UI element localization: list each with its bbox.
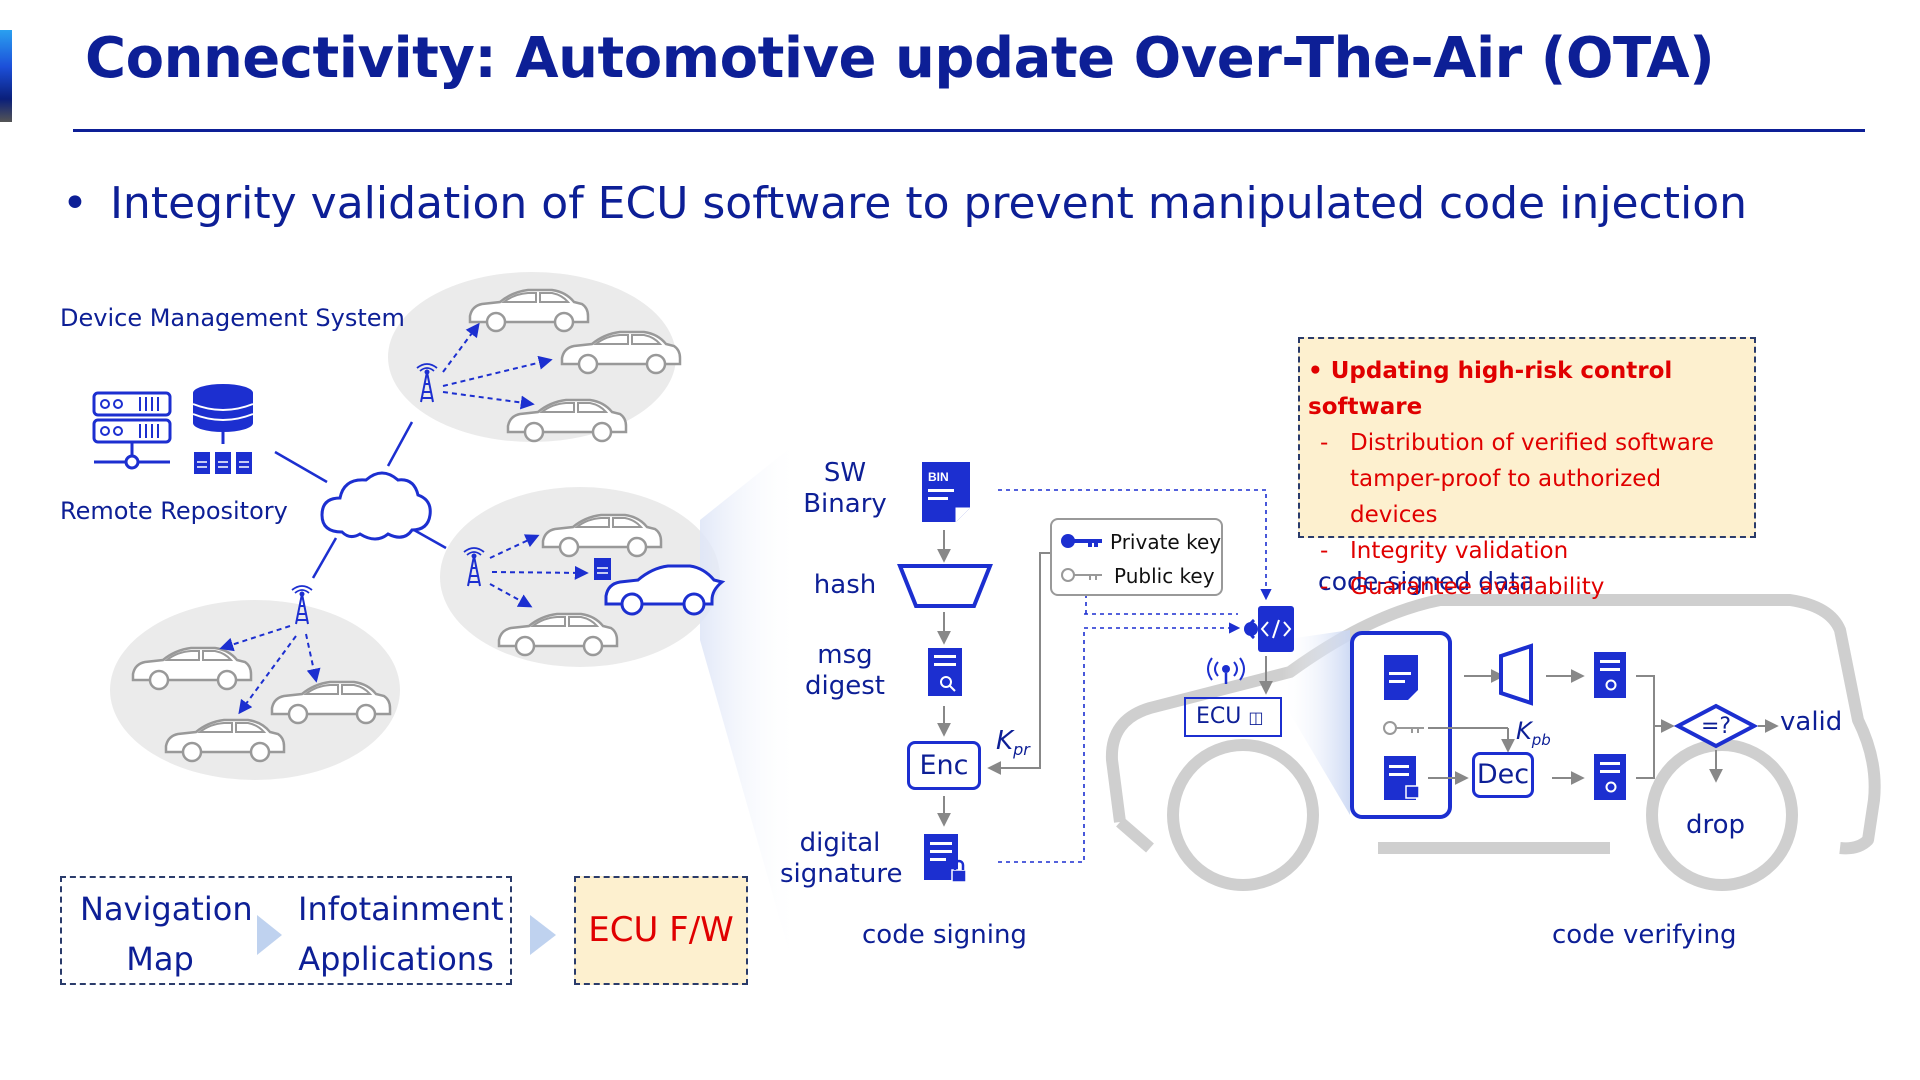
ecu-tag: ECU ◫ xyxy=(1184,697,1282,737)
bullet-point: •Integrity validation of ECU software to… xyxy=(62,178,1747,229)
note-item1-line2: tamper-proof to authorized devices xyxy=(1350,466,1662,528)
note-heading: • Updating high-risk control software xyxy=(1308,358,1673,420)
broadcast-arrow xyxy=(219,625,291,652)
database-icon xyxy=(192,384,254,444)
kpr-label: Kpr xyxy=(996,726,1030,765)
broadcast-arrow xyxy=(489,583,533,608)
received-signature-icon xyxy=(1384,756,1420,800)
kpb-k: K xyxy=(1516,717,1532,745)
broadcast-arrow xyxy=(442,391,535,410)
dms-label: Device Management System xyxy=(60,304,405,332)
broadcast-arrow xyxy=(442,355,553,387)
cell-bubble-top xyxy=(388,272,676,442)
bullet-text: Integrity validation of ECU software to … xyxy=(109,178,1747,229)
enc-block: Enc xyxy=(907,741,981,790)
digital-label: digital xyxy=(799,828,881,858)
private-key-icon xyxy=(1061,534,1102,548)
decrypted-digest-icon xyxy=(1594,754,1626,800)
app-category-box xyxy=(60,876,512,985)
note-item3: Guarantee availability xyxy=(1350,574,1605,600)
public-key-label: Public key xyxy=(1114,564,1215,588)
page-title: Connectivity: Automotive update Over-The… xyxy=(85,26,1715,91)
key-pair-box: Private key Public key xyxy=(1050,518,1223,596)
broadcast-arrow xyxy=(305,633,321,683)
chip-icon: ◫ xyxy=(1248,708,1264,727)
target-car-icon xyxy=(604,564,726,616)
valid-label: valid xyxy=(1780,707,1843,737)
signature-label: signature xyxy=(780,859,903,889)
infotainment-label: Infotainment xyxy=(298,890,504,928)
dashed-binary-send xyxy=(998,489,1272,601)
note-item: -Guarantee availability xyxy=(1320,574,1605,600)
note-item: -Integrity validation xyxy=(1320,538,1569,564)
public-key-icon xyxy=(1383,721,1424,735)
code-signing-caption: code signing xyxy=(862,920,1027,950)
note-item: -Distribution of verified software xyxy=(1320,430,1714,456)
side-accent-strip xyxy=(0,30,12,122)
flow-arrow xyxy=(530,915,556,955)
link-cloud-right xyxy=(413,528,447,550)
ota-receiver-icon xyxy=(1244,606,1294,652)
server-icon xyxy=(92,391,172,470)
note-item2: Integrity validation xyxy=(1350,538,1569,564)
title-divider xyxy=(73,129,1865,132)
computed-digest-icon xyxy=(1594,652,1626,698)
flow-arrow xyxy=(257,915,282,955)
nav-label: Navigation xyxy=(80,890,253,928)
compare-diamond xyxy=(1673,703,1759,749)
dashed-signature-send xyxy=(998,622,1241,863)
bin-badge: BIN xyxy=(928,470,949,484)
vehicle-outline xyxy=(1105,594,1881,891)
msg-digest-icon xyxy=(928,648,962,696)
digital-signature-icon xyxy=(924,834,967,883)
msg-label: msg xyxy=(817,640,873,670)
hash-function-icon xyxy=(897,564,993,608)
kpr-sub: pr xyxy=(1013,740,1030,760)
ecu-zoom-wedge xyxy=(1282,630,1350,815)
link-cloud-left xyxy=(311,537,338,579)
note-heading-text: Updating high-risk control software xyxy=(1308,358,1673,420)
note-item1-line1: Distribution of verified software xyxy=(1350,430,1714,456)
broadcast-arrow xyxy=(491,565,589,580)
bin-file-icon-small xyxy=(594,558,611,580)
drop-label: drop xyxy=(1686,810,1746,840)
requirements-note: • Updating high-risk control software -D… xyxy=(1298,337,1756,600)
antenna-icon xyxy=(1207,657,1245,684)
cloud-icon xyxy=(320,471,432,541)
public-key-small-icon xyxy=(1061,568,1102,582)
digest-label: digest xyxy=(805,671,885,701)
ecu-data-panel xyxy=(1350,631,1452,819)
repo-label: Remote Repository xyxy=(60,497,288,525)
code-signed-data-label: code-signed data xyxy=(1318,567,1535,596)
sw-binary-icon: BIN xyxy=(922,462,970,522)
kpr-k: K xyxy=(996,726,1014,756)
sw-label: SW xyxy=(823,458,867,488)
kpb-sub: pb xyxy=(1531,730,1551,749)
private-key-label: Private key xyxy=(1110,530,1222,554)
link-cloud-top xyxy=(386,421,414,467)
bin-files-icon xyxy=(194,452,252,474)
arrow-digest2-compare xyxy=(1636,726,1655,779)
arrow-digest-compare xyxy=(1636,675,1675,733)
binary-label: Binary xyxy=(803,489,887,519)
received-binary-icon xyxy=(1384,655,1418,700)
broadcast-arrow xyxy=(442,322,480,373)
map-label: Map xyxy=(126,940,194,978)
ecu-fw-box: ECU F/W xyxy=(574,876,748,985)
zoom-wedge xyxy=(700,440,800,990)
applications-label: Applications xyxy=(298,940,494,978)
compare-label: =? xyxy=(1700,714,1732,739)
verify-hash-icon xyxy=(1499,643,1533,706)
ecu-label: ECU xyxy=(1196,704,1242,729)
link-dms-cloud xyxy=(274,450,328,484)
kpb-label: Kpb xyxy=(1516,716,1551,756)
broadcast-arrow xyxy=(238,635,297,715)
code-verifying-caption: code verifying xyxy=(1552,920,1737,950)
dec-block: Dec xyxy=(1472,752,1534,798)
hash-label: hash xyxy=(813,570,877,600)
